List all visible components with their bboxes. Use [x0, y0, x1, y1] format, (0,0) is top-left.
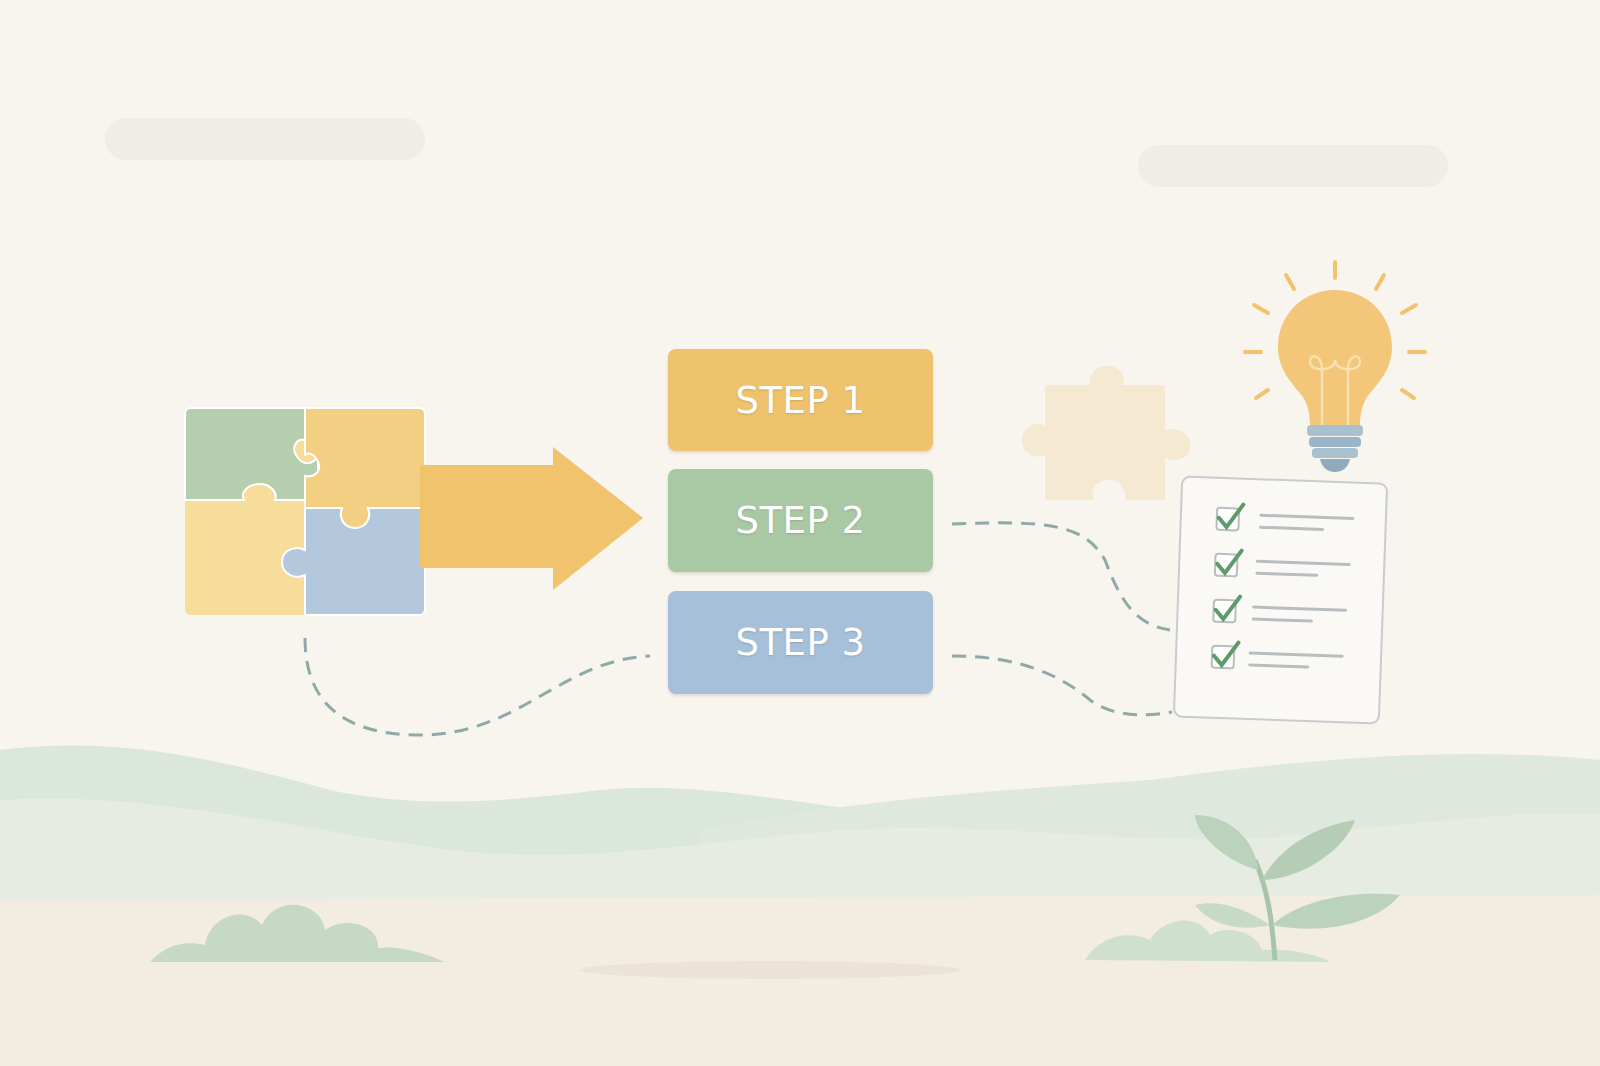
lightbulb — [1245, 262, 1425, 472]
plant — [1085, 815, 1400, 962]
cloud — [1138, 145, 1448, 187]
step-box: STEP 1 — [668, 349, 933, 451]
puzzle-piece — [1022, 366, 1190, 500]
puzzle-square — [185, 408, 425, 615]
step-box: STEP 2 — [668, 469, 933, 572]
hill — [0, 798, 1600, 1066]
step-box: STEP 3 — [668, 591, 933, 694]
checklist — [1174, 477, 1387, 724]
step-label: STEP 3 — [735, 621, 865, 664]
shadow — [580, 961, 960, 979]
step-label: STEP 1 — [735, 379, 865, 422]
arrow — [420, 447, 643, 590]
bush — [150, 905, 445, 962]
cloud — [105, 118, 425, 160]
step-label: STEP 2 — [735, 499, 865, 542]
